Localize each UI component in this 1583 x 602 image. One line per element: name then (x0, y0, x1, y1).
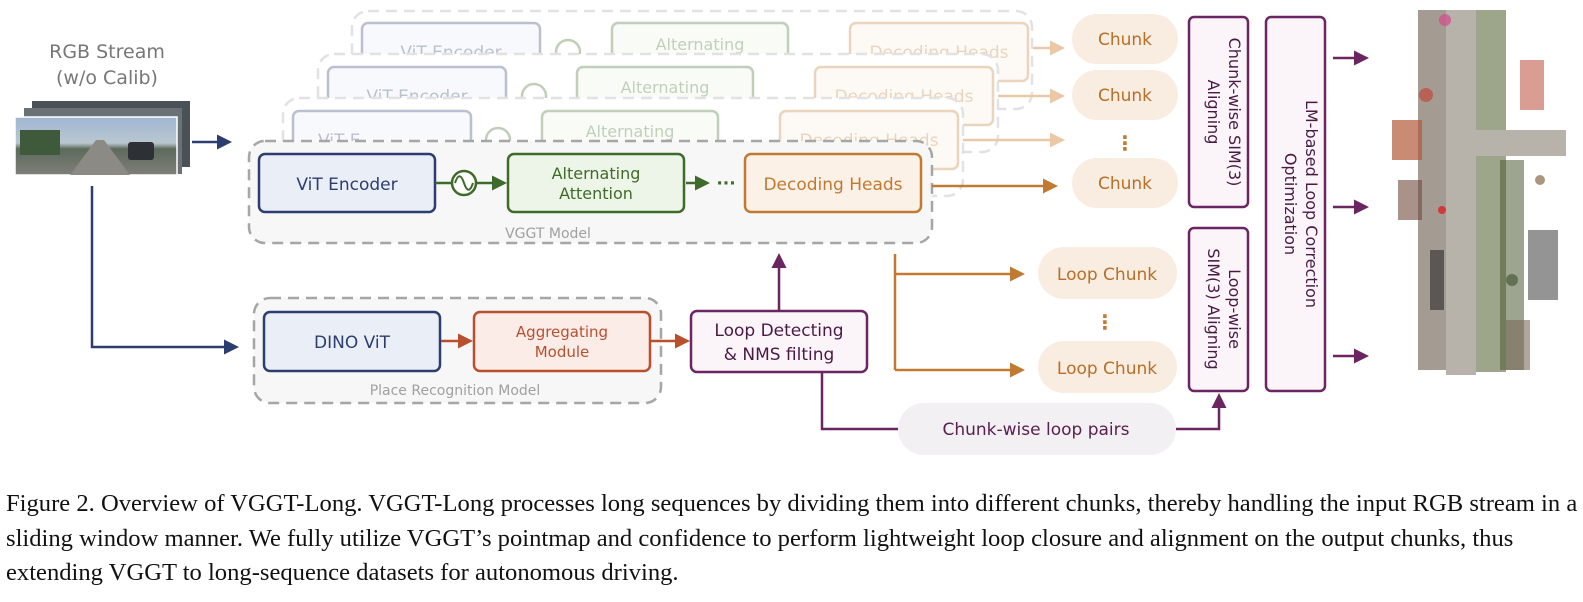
stack-encoder-box (360, 21, 542, 83)
ellipsis: ··· (716, 174, 735, 194)
loop-detecting-label-2: & NMS filting (724, 345, 835, 365)
chunk-label: Chunk (1098, 174, 1152, 194)
stack-attention-label: Alternating (656, 35, 745, 54)
stack-attention-box (610, 21, 790, 83)
output-arrows (1333, 50, 1369, 364)
loop-detecting-label-1: Loop Detecting (714, 321, 843, 341)
loop-detecting-box (689, 309, 869, 374)
optimization-label-2: Optimization (1281, 153, 1300, 255)
vggt-model: ViT Encoder Alternating Attention ··· De… (247, 139, 934, 245)
optimization-box (1264, 15, 1327, 393)
chunk-dots: ⋮ (1115, 131, 1135, 155)
vggt-model-caption: VGGT Model (505, 226, 591, 242)
loop-align-label-2: SIM(3) Aligning (1204, 248, 1223, 369)
chunk-pill (1072, 70, 1178, 120)
loop-pairs-pill (898, 403, 1176, 455)
loop-chunk-label: Loop Chunk (1057, 359, 1157, 379)
chunk-align-label-2: Aligning (1204, 80, 1223, 145)
chunk-align-label-1: Chunk-wise SIM(3) (1225, 38, 1244, 187)
vit-encoder-label: ViT Encoder (296, 175, 397, 195)
aggregating-module-label-1: Aggregating (516, 323, 608, 341)
chunk-pill (1072, 14, 1178, 64)
chunk-label: Chunk (1098, 30, 1152, 50)
stream-to-dino-arrow (90, 186, 239, 355)
aggregating-module-label-2: Module (535, 343, 590, 361)
point-cloud-map (1392, 10, 1566, 375)
rgb-stream-sublabel: (w/o Calib) (56, 67, 158, 89)
rgb-stream-label: RGB Stream (49, 41, 165, 63)
stack-encoder-label: ViT Encoder (400, 43, 501, 63)
vggt-long-diagram: ViT Encoder Alternating Decoding Heads V… (14, 9, 1566, 455)
loop-chunk-pill (1038, 341, 1177, 393)
figure-caption: Figure 2. Overview of VGGT-Long. VGGT-Lo… (6, 490, 1578, 586)
aggregating-module-box (472, 310, 652, 373)
stack-decoder-label-2: Decoding Heads (834, 87, 973, 107)
place-recognition-model: DINO ViT Aggregating Module Place Recogn… (252, 296, 663, 405)
rgb-stream: RGB Stream (w/o Calib) (14, 41, 190, 176)
stack-attention-label-3: Alternating (586, 122, 675, 141)
alternating-attention-label-1: Alternating (552, 164, 641, 183)
stack-layer-2: ViT Encoder Alternating Decoding Heads (316, 52, 1000, 154)
stack-attention-label-2: Alternating (621, 78, 710, 97)
loop-chunk-arrows (893, 254, 1025, 378)
faded-chunk-arrows (963, 40, 1065, 148)
chunk-pill (1072, 158, 1178, 208)
dino-vit-box (262, 310, 442, 373)
loop-chunk-label: Loop Chunk (1057, 265, 1157, 285)
loop-detect-to-pairs-line (820, 373, 898, 431)
decoding-heads-box (743, 152, 923, 214)
optimization-label-1: LM-based Loop Correction (1302, 100, 1321, 308)
stack-layer-1: ViT Encoder Alternating Decoding Heads (350, 9, 1034, 111)
decoding-heads-label: Decoding Heads (763, 175, 902, 195)
dino-vit-label: DINO ViT (314, 333, 391, 353)
rgb-frames (14, 101, 190, 176)
chunk-align-box (1187, 15, 1250, 209)
chunk-label: Chunk (1098, 86, 1152, 106)
loop-align-box (1187, 226, 1250, 393)
chunk-list: Chunk Chunk ⋮ Chunk (1072, 14, 1178, 208)
stack-decoder-box (848, 21, 1030, 83)
loop-align-label-1: Loop-wise (1225, 269, 1244, 349)
stack-encoder-label-2: ViT Encoder (366, 87, 467, 107)
pairs-to-loop-align-arrow (1176, 393, 1227, 431)
place-recognition-caption: Place Recognition Model (370, 383, 541, 399)
alternating-attention-box (506, 152, 686, 214)
mix-icon (450, 169, 478, 197)
stack-decoder-label: Decoding Heads (869, 43, 1008, 63)
loop-pairs-label: Chunk-wise loop pairs (942, 420, 1129, 440)
loop-chunk-list: Loop Chunk ⋮ Loop Chunk (1038, 247, 1177, 393)
loop-chunk-dots: ⋮ (1095, 310, 1115, 334)
alternating-attention-label-2: Attention (559, 184, 633, 203)
loop-chunk-pill (1038, 247, 1177, 299)
